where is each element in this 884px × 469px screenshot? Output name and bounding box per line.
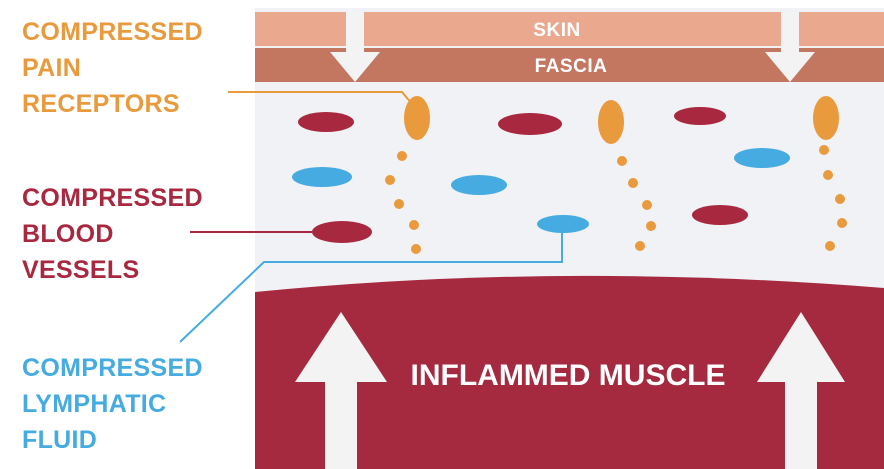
blood-vessel bbox=[298, 112, 354, 132]
nerve-dot bbox=[394, 199, 404, 209]
nerve-dot bbox=[397, 151, 407, 161]
blood-vessel bbox=[312, 221, 372, 243]
skin-label: SKIN bbox=[533, 20, 580, 41]
lymph-label-line-1: COMPRESSED bbox=[22, 350, 203, 386]
pain-receptors-label: COMPRESSED PAIN RECEPTORS bbox=[22, 14, 203, 122]
nerve-dot bbox=[835, 194, 845, 204]
lymph-vessel bbox=[734, 148, 790, 168]
blood-vessel bbox=[674, 107, 726, 125]
nerve-dot bbox=[411, 244, 421, 254]
lymph-vessel bbox=[537, 215, 589, 233]
blood-label-line-2: BLOOD bbox=[22, 216, 203, 252]
nerve-dot bbox=[628, 178, 638, 188]
nerve-dot bbox=[837, 218, 847, 228]
muscle-label: INFLAMMED MUSCLE bbox=[411, 359, 726, 392]
pain-receptor bbox=[598, 100, 624, 144]
nerve-dot bbox=[385, 175, 395, 185]
nerve-dot bbox=[642, 200, 652, 210]
fascia-label: FASCIA bbox=[535, 56, 608, 77]
nerve-dot bbox=[409, 220, 419, 230]
blood-label-line-1: COMPRESSED bbox=[22, 180, 203, 216]
pain-label-line-1: COMPRESSED bbox=[22, 14, 203, 50]
blood-vessel bbox=[692, 205, 748, 225]
blood-vessels-label: COMPRESSED BLOOD VESSELS bbox=[22, 180, 203, 288]
pain-label-line-2: PAIN bbox=[22, 50, 203, 86]
pain-receptor bbox=[813, 96, 839, 140]
lymph-vessel bbox=[292, 167, 352, 187]
nerve-dot bbox=[819, 145, 829, 155]
blood-label-line-3: VESSELS bbox=[22, 252, 203, 288]
nerve-dot bbox=[617, 156, 627, 166]
lymph-vessel bbox=[451, 175, 507, 195]
nerve-dot bbox=[825, 241, 835, 251]
lymph-label-line-2: LYMPHATIC bbox=[22, 386, 203, 422]
blood-vessel bbox=[498, 113, 562, 135]
pain-label-line-3: RECEPTORS bbox=[22, 86, 203, 122]
nerve-dot bbox=[823, 170, 833, 180]
nerve-dot bbox=[635, 241, 645, 251]
lymph-label-line-3: FLUID bbox=[22, 422, 203, 458]
nerve-dot bbox=[646, 221, 656, 231]
pain-receptor bbox=[404, 96, 430, 140]
lymphatic-fluid-label: COMPRESSED LYMPHATIC FLUID bbox=[22, 350, 203, 458]
